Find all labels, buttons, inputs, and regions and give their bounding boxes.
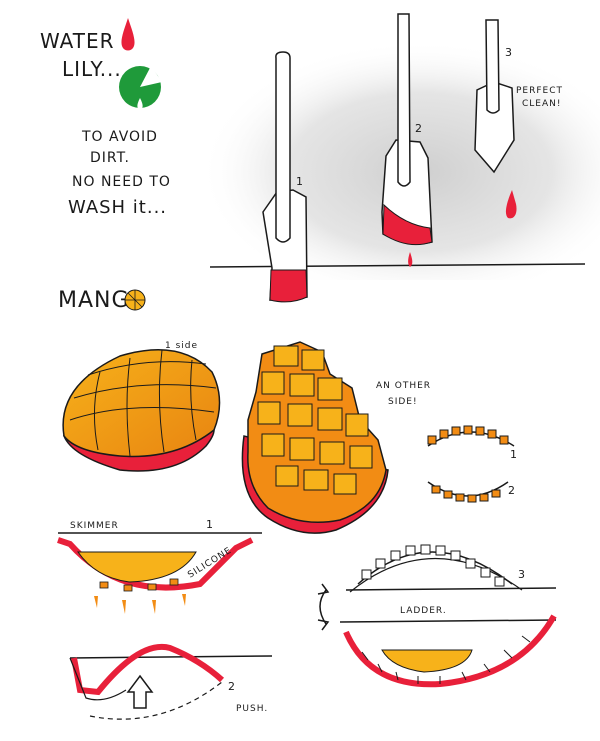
mango-half-2 xyxy=(241,341,389,534)
note-line-1: TO AVOID xyxy=(81,129,158,145)
ladder-step-number: 3 xyxy=(518,568,526,581)
step-number-3: 3 xyxy=(505,46,513,59)
push-label: PUSH. xyxy=(236,704,268,714)
note-text: TO AVOID DIRT. NO NEED TO WASH it... xyxy=(68,129,171,218)
title-line-2: LILY... xyxy=(62,57,122,81)
spatula-2 xyxy=(381,13,433,267)
perfect-label: PERFECT xyxy=(516,86,563,96)
arc-number-2: 2 xyxy=(508,484,516,497)
arc-number-1: 1 xyxy=(510,448,518,461)
water-lily-title: WATER LILY... xyxy=(40,29,122,81)
arc-diagram-1 xyxy=(427,425,515,447)
clean-label: CLEAN! xyxy=(522,99,561,109)
push-step-number: 2 xyxy=(228,680,236,693)
another-label: AN OTHER xyxy=(376,381,431,391)
step-number-2: 2 xyxy=(415,122,423,135)
lily-pad-icon xyxy=(119,66,162,110)
skimmer-step-number: 1 xyxy=(206,518,214,531)
ladder-label: LADDER. xyxy=(400,606,447,616)
mango-icon xyxy=(124,289,146,311)
note-line-4: WASH it... xyxy=(68,197,167,218)
spatula-3 xyxy=(474,19,517,219)
mango-title: MANG xyxy=(58,288,130,313)
rotate-arrow-icon xyxy=(317,583,330,631)
red-drop-icon xyxy=(121,18,135,51)
up-arrow-icon xyxy=(126,674,154,709)
spatula-1 xyxy=(262,51,308,303)
skimmer-label: SKIMMER xyxy=(70,521,119,531)
title-line-1: WATER xyxy=(40,29,115,53)
note-line-2: DIRT. xyxy=(90,150,130,166)
side-one-label: 1 side xyxy=(165,341,198,351)
skimmer-diagram xyxy=(57,532,262,614)
mango-half-1 xyxy=(62,349,221,472)
ladder-diagram xyxy=(317,544,557,688)
step-number-1: 1 xyxy=(296,175,304,188)
side-label: SIDE! xyxy=(388,397,418,407)
arc-diagram-2 xyxy=(427,481,509,503)
push-diagram xyxy=(69,644,273,720)
note-line-3: NO NEED TO xyxy=(72,174,171,190)
